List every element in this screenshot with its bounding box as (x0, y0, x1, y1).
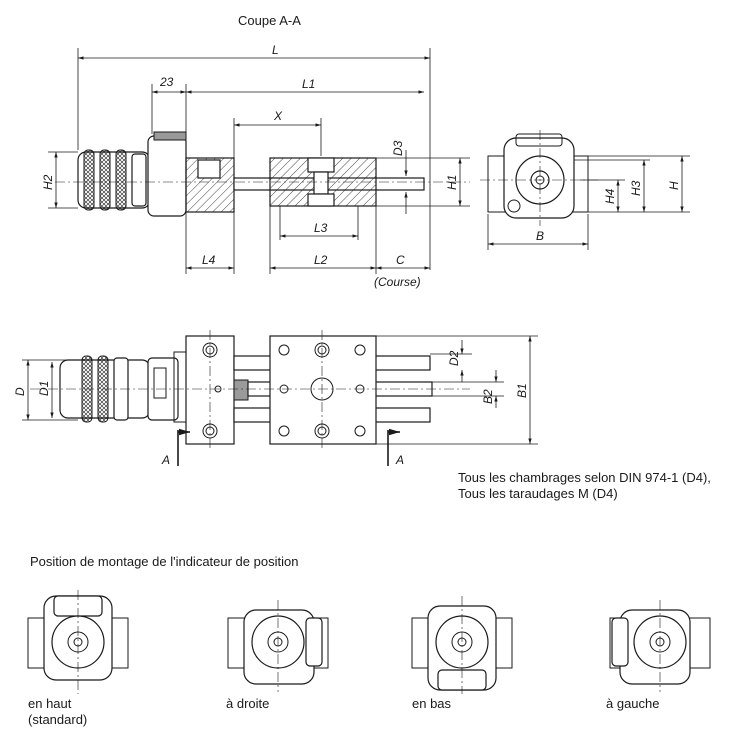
mounting-position-left (609, 600, 711, 692)
dim-X: X (273, 109, 283, 123)
dim-D3: D3 (391, 140, 405, 156)
top-view-dimensions: D D1 D2 B2 B1 (13, 335, 538, 445)
dim-23: 23 (159, 75, 174, 89)
dim-H3: H3 (629, 180, 643, 196)
note-line-2: Tous les taraudages M (D4) (458, 486, 618, 501)
dim-B1: B1 (515, 383, 529, 398)
mounting-label-bottom: en bas (412, 696, 452, 711)
note-line-1: Tous les chambrages selon DIN 974-1 (D4)… (458, 470, 711, 485)
section-mark-left: A (161, 453, 170, 467)
end-view (480, 130, 600, 226)
dim-H2: H2 (41, 174, 55, 190)
dim-D1: D1 (37, 381, 51, 396)
mounting-position-bottom (411, 596, 513, 694)
mounting-position-top (27, 590, 129, 694)
dim-D: D (13, 387, 27, 396)
section-dimensions: L 23 L1 X D3 H2 H1 L3 L (41, 43, 470, 289)
top-view (30, 330, 470, 450)
mounting-sublabel-top: (standard) (28, 712, 87, 727)
mounting-label-left: à gauche (606, 696, 660, 711)
dim-H1: H1 (445, 175, 459, 190)
dim-course: (Course) (374, 275, 421, 289)
mounting-label-top: en haut (28, 696, 72, 711)
dim-L: L (272, 43, 279, 57)
mounting-position-right (227, 600, 329, 692)
dim-L1: L1 (302, 77, 315, 91)
section-mark-right: A (395, 453, 404, 467)
dim-L4: L4 (202, 253, 216, 267)
end-view-dimensions: B H4 H3 H (487, 155, 690, 250)
dim-H4: H4 (603, 188, 617, 204)
dim-H: H (667, 181, 681, 190)
section-title: Coupe A-A (238, 13, 301, 28)
mounting-label-right: à droite (226, 696, 269, 711)
dim-B2: B2 (481, 389, 495, 404)
dim-D2: D2 (447, 350, 461, 366)
dim-C: C (396, 253, 405, 267)
dim-B: B (536, 229, 544, 243)
section-view (55, 131, 470, 217)
dim-L3: L3 (314, 221, 328, 235)
dim-L2: L2 (314, 253, 328, 267)
section-marks: A A (161, 428, 404, 467)
mounting-title: Position de montage de l'indicateur de p… (30, 554, 298, 569)
